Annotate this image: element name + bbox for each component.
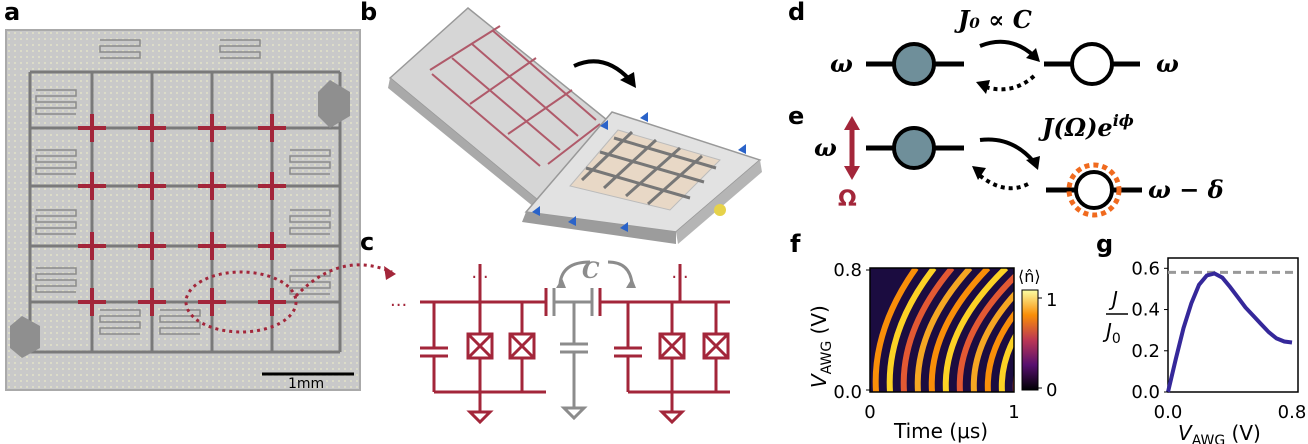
panel-label-a: a [4,0,21,26]
series-line [1166,271,1293,393]
modulation-label: Ω [838,187,857,212]
freq-right: ω [1156,49,1179,78]
heatmap-fringe [970,290,1014,392]
modulation-arrow-icon [844,116,860,130]
xtick-1: 0.8 [1278,402,1307,423]
panel-label-d: d [788,0,806,26]
panel-label-c: c [360,228,375,256]
highlight-ellipse [184,270,298,334]
qubit-right [1074,170,1114,210]
heatmap-fringe [872,268,919,392]
scale-bar-label: 1mm [288,376,325,392]
panel-label-e: e [788,102,805,130]
heatmap-fringe [886,268,937,392]
heatmap-fringe [998,332,1014,392]
ytick-label: 0.0 [1131,382,1160,403]
xtick-1: 1 [1008,402,1019,423]
panel-label-f: f [790,230,801,258]
coupling-label: J(Ω)eiϕ [1038,111,1134,142]
coupling-cap-label: C [582,258,600,284]
freq-right: ω − δ [1148,175,1224,204]
freq-left: ω [814,133,837,162]
xlabel: Time (μs) [893,419,988,443]
coupling-label: J₀ ∝ C [954,5,1032,34]
heatmap-fringe [914,268,973,392]
cbar-tick-0: 0 [1046,380,1057,401]
qubit-left [892,42,936,86]
xtick-0: 0 [864,402,875,423]
ellipsis-top-right: ... [671,262,688,283]
heatmap-fringe [900,268,955,392]
ytick-top: 0.8 [833,260,862,281]
ylabel-denominator: J0 [1102,319,1121,347]
ytick-label: 0.4 [1131,300,1160,321]
cbar-label: ⟨n̂⟩ [1018,267,1041,286]
qubit-right [1070,42,1114,86]
ylabel: VAWG (V) [807,305,835,388]
ellipsis-left: ... [390,290,407,311]
ytick-label: 0.6 [1131,258,1160,279]
ellipsis-top-left: ... [471,262,488,283]
ytick-bottom: 0.0 [833,382,862,403]
detuning-ring [1066,162,1122,218]
cbar-tick-1: 1 [1046,290,1057,311]
heatmap-fringe [984,310,1014,392]
heatmap-fringe [942,268,1009,392]
freq-left: ω [830,49,853,78]
qubit-left [892,126,936,170]
panel-label-g: g [1096,230,1114,258]
heatmap-fringe [928,268,991,392]
panel-d: ω ω J₀ ∝ C [830,5,1179,94]
xlabel: VAWG (V) [1178,421,1261,444]
xtick-0: 0.0 [1154,402,1183,423]
ylabel-numerator: J [1108,287,1118,311]
heatmap-fringe [956,273,1014,392]
qubit-cross [78,114,286,316]
ytick-label: 0.2 [1131,341,1160,362]
panel-label-b: b [360,0,378,26]
panel-e: ω Ω ω − δ J(Ω)eiϕ [814,111,1224,218]
colorbar [1021,289,1039,391]
